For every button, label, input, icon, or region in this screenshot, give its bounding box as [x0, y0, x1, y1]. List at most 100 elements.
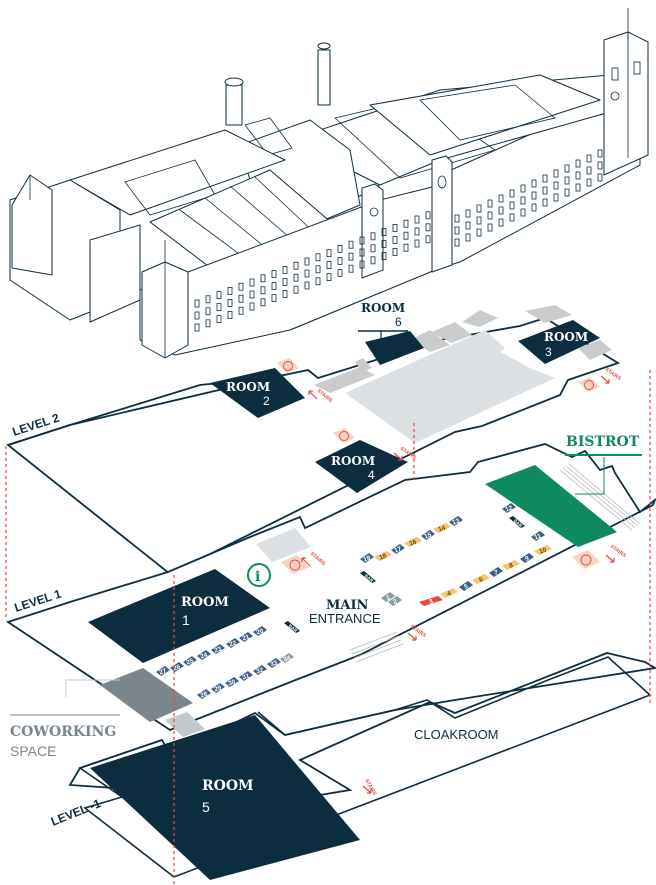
window-glyph [597, 173, 603, 182]
info-point[interactable]: i [247, 563, 271, 587]
stairs-marker[interactable]: STAIRS [605, 544, 628, 563]
booth-5[interactable]: 5 [459, 581, 473, 591]
restroom-icon [283, 361, 293, 371]
booth-4[interactable]: 4 [440, 588, 458, 598]
booth-27[interactable]: 27 [156, 666, 170, 677]
booth-19[interactable]: 19 [360, 553, 374, 564]
booth-18[interactable]: 18 [374, 551, 392, 562]
booth-shape [211, 683, 225, 693]
booth-8[interactable]: 8 [502, 560, 520, 570]
window-glyph [205, 307, 211, 316]
bar-shape [284, 621, 300, 633]
booth-26[interactable]: 26 [170, 662, 184, 673]
window-glyph [575, 171, 581, 180]
booth-34[interactable]: 34 [280, 653, 294, 664]
window-glyph [337, 244, 343, 253]
booth-7[interactable]: 7 [489, 567, 503, 577]
svg-text:i: i [255, 569, 260, 585]
booth-28[interactable]: 28 [197, 689, 211, 700]
window-glyph [337, 268, 343, 277]
window-glyph [293, 285, 299, 294]
window-glyph [414, 227, 420, 236]
bistrot-area[interactable] [485, 465, 617, 547]
booth-number: 7 [493, 569, 499, 577]
booth-20[interactable]: 20 [253, 626, 267, 637]
booth-9[interactable]: 9 [520, 553, 534, 563]
room-6-number: 6 [395, 315, 402, 329]
window-glyph [359, 260, 365, 269]
booth-15[interactable]: 15 [421, 530, 435, 541]
arrow-icon [600, 375, 610, 384]
room-1-label: ROOM [181, 595, 229, 610]
room-4-label: ROOM [331, 454, 375, 468]
window-glyph [392, 247, 398, 256]
window-glyph [381, 252, 387, 261]
bar-counter[interactable]: BAR [284, 621, 300, 634]
booth-shape [391, 544, 405, 554]
booth-shape [520, 553, 534, 563]
stairs-marker[interactable]: STAIRS [362, 778, 378, 797]
booth-32[interactable]: 32 [253, 665, 267, 676]
booth-24[interactable]: 24 [197, 650, 211, 661]
stairs-marker[interactable]: STAIRS [600, 367, 623, 384]
booth-6[interactable]: 6 [472, 574, 490, 584]
room-1-area[interactable] [88, 569, 270, 663]
room-4-area[interactable] [315, 440, 408, 493]
bar-shape [360, 571, 376, 583]
window-glyph [392, 235, 398, 244]
booth-14[interactable]: 14 [433, 523, 451, 534]
restroom-l2-a [277, 358, 299, 373]
booth-10[interactable]: 10 [534, 545, 552, 556]
booth-23[interactable]: 23 [211, 644, 225, 655]
booth-17[interactable]: 17 [391, 544, 405, 555]
bar-counter[interactable]: BAR [360, 571, 376, 584]
booth-22[interactable]: 22 [226, 638, 240, 649]
booth-number: 23 [213, 646, 222, 655]
booth-1[interactable]: 1 [381, 592, 395, 602]
booth-2[interactable]: 2 [388, 596, 402, 606]
window-glyph [520, 196, 526, 205]
booth-shape [502, 560, 520, 570]
booth-shape [489, 567, 503, 577]
window-glyph [282, 277, 288, 286]
window-glyph [348, 240, 354, 249]
window-glyph [586, 166, 592, 175]
window-glyph [194, 299, 200, 308]
room-3-area[interactable] [518, 320, 600, 364]
window-glyph [454, 238, 460, 247]
restroom-l1-a [281, 555, 309, 574]
booth-16[interactable]: 16 [404, 537, 422, 548]
window-glyph [403, 243, 409, 252]
window-glyph [509, 213, 515, 222]
booth-shape [388, 596, 402, 606]
coworking-area[interactable] [100, 668, 193, 722]
window-glyph [260, 298, 266, 307]
booth-shape [433, 523, 451, 533]
window-glyph [216, 291, 222, 300]
window-glyph [465, 209, 471, 218]
bar-counter[interactable]: BAR [509, 516, 525, 529]
booth-number: 2 [392, 598, 398, 606]
booth-12[interactable]: 12 [502, 503, 516, 514]
room-5-area[interactable] [90, 715, 360, 880]
window-glyph [476, 228, 482, 237]
booth-31[interactable]: 31 [239, 671, 253, 682]
booth-33[interactable]: 33 [267, 658, 281, 669]
window-glyph [293, 261, 299, 270]
room-2-area[interactable] [210, 368, 305, 418]
window-glyph [414, 215, 420, 224]
window-glyph [553, 181, 559, 190]
level-alignment-guides [5, 370, 651, 885]
window-glyph [238, 294, 244, 303]
level-minus-1-label: LEVEL -1 [49, 796, 103, 829]
booth-30[interactable]: 30 [225, 677, 239, 688]
booth-25[interactable]: 25 [183, 656, 197, 667]
booth-21[interactable]: 21 [239, 632, 253, 643]
booth-29[interactable]: 29 [211, 683, 225, 694]
booth-11[interactable]: 11 [531, 531, 545, 542]
booth-13[interactable]: 13 [449, 516, 463, 527]
booth-3[interactable]: 3 [419, 596, 443, 606]
window-glyph [487, 211, 493, 220]
room-6-area[interactable] [365, 331, 424, 365]
window-glyph [498, 194, 504, 203]
